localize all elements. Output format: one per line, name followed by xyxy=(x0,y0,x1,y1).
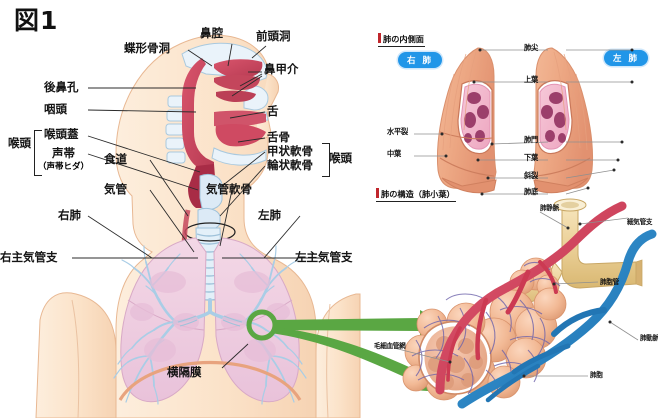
arrow-upper xyxy=(273,310,446,340)
label-alveolar-duct: 肺胞管 xyxy=(600,278,619,286)
label-vocal-cord-sub: （声帯ヒダ） xyxy=(38,162,90,172)
label-esophagus: 食道 xyxy=(104,152,127,166)
lobule-artwork xyxy=(393,198,657,409)
label-tongue: 舌 xyxy=(267,104,279,118)
label-nasal-concha: 鼻甲介 xyxy=(264,62,299,76)
label-larynx-right: 喉頭 xyxy=(329,151,352,165)
label-lower-lobe: 下葉 xyxy=(524,153,538,162)
label-hyoid-bone: 舌骨 xyxy=(267,130,290,144)
figure-number: 図1 xyxy=(14,6,59,35)
badge-right-lung: 右 肺 xyxy=(398,52,442,68)
label-trachea: 気管 xyxy=(104,182,127,196)
larynx-cartilages xyxy=(197,173,223,231)
label-bronchiole: 細気管支 xyxy=(627,218,653,226)
label-apex: 肺尖 xyxy=(524,43,538,52)
label-diaphragm: 横隔膜 xyxy=(167,365,202,379)
label-hilum: 肺門 xyxy=(524,135,538,144)
label-cricoid-cartilage: 輪状軟骨 xyxy=(267,158,313,172)
right-lung-medial xyxy=(437,47,497,194)
label-larynx-left: 喉頭 xyxy=(8,136,31,150)
label-capillary-network: 毛細血管網 xyxy=(374,342,406,350)
label-left-main-bronchus: 左主気管支 xyxy=(295,250,353,264)
pulmonary-artery-vessel xyxy=(457,229,657,409)
label-horizontal-fissure: 水平裂 xyxy=(387,127,408,136)
heading-lung-medial: 肺の内側面 xyxy=(378,33,425,47)
label-choana: 後鼻孔 xyxy=(44,80,79,94)
label-right-main-bronchus: 右主気管支 xyxy=(0,250,58,264)
thorax-lungs xyxy=(113,237,307,405)
label-tracheal-cartilage: 気管軟骨 xyxy=(206,182,252,196)
label-vocal-cord: 声帯 xyxy=(52,146,75,160)
left-lung-medial xyxy=(533,47,593,194)
badge-left-lung: 左 肺 xyxy=(604,50,648,66)
label-frontal-sinus: 前頭洞 xyxy=(256,29,291,43)
magnifier-circle xyxy=(246,309,278,341)
left-panel-artwork xyxy=(35,34,361,418)
label-pulmonary-artery: 肺動脈 xyxy=(640,334,658,342)
alveolar-cluster xyxy=(402,257,567,401)
label-sphenoid-sinus: 蝶形骨洞 xyxy=(124,41,170,55)
nasal-conchae xyxy=(214,59,263,102)
label-right-lung: 右肺 xyxy=(58,208,81,222)
label-thyroid-cartilage: 甲状軟骨 xyxy=(267,144,313,158)
label-pharynx: 咽頭 xyxy=(44,102,67,116)
heading-lung-lobule: 肺の構造（肺小葉） xyxy=(376,188,456,202)
label-left-lung: 左肺 xyxy=(258,208,281,222)
diaphragm-arc xyxy=(118,360,302,401)
main-bronchi-rings xyxy=(177,315,243,327)
label-alveolus: 肺胞 xyxy=(590,371,603,379)
lung-medial-artwork xyxy=(414,47,634,196)
label-lung-base: 肺底 xyxy=(524,187,538,196)
label-pulmonary-vein: 肺静脈 xyxy=(540,204,559,212)
label-epiglottis: 喉頭蓋 xyxy=(44,127,79,141)
label-nasal-cavity: 鼻腔 xyxy=(200,26,223,40)
label-upper-lobe: 上葉 xyxy=(524,75,538,84)
label-middle-lobe: 中葉 xyxy=(387,149,401,158)
larynx-group-bracket-right xyxy=(322,143,330,177)
pulmonary-vein-vessel xyxy=(435,201,627,395)
larynx-group-bracket-left xyxy=(34,130,42,176)
label-oblique-fissure: 斜裂 xyxy=(524,171,538,180)
